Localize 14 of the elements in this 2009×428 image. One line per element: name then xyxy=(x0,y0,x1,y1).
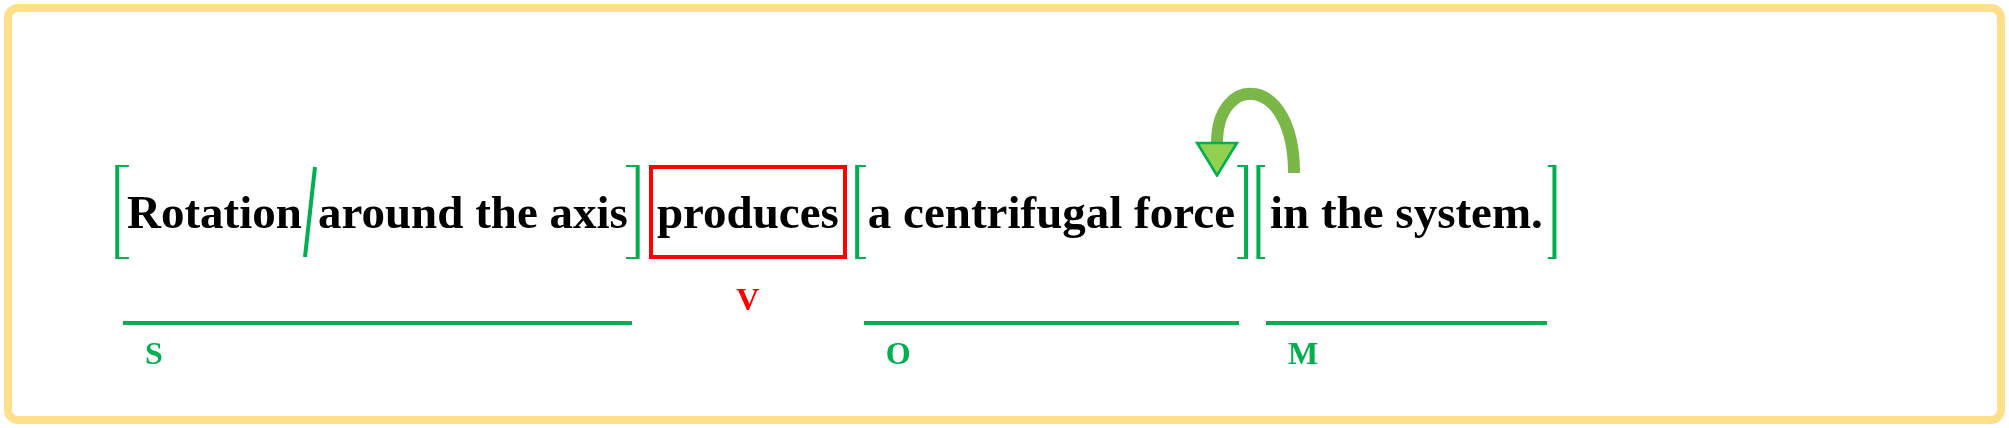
bracketed-phrase xyxy=(853,165,1249,259)
phrase-text: around the axis xyxy=(317,184,628,240)
role-label: O xyxy=(885,337,912,369)
role-label: V xyxy=(736,283,760,315)
bracketed-phrase xyxy=(113,165,642,259)
curved-arrow xyxy=(1195,88,1300,177)
phrase-text: produces xyxy=(656,184,839,240)
bracketed-phrase xyxy=(1256,165,1557,259)
phrase-text: a centrifugal force xyxy=(867,184,1235,240)
phrase-text: in the system. xyxy=(1270,184,1543,240)
phrase-text: Rotation xyxy=(127,184,302,240)
role-label: S xyxy=(145,337,164,369)
role-label: M xyxy=(1288,337,1320,369)
verb-box xyxy=(648,165,847,259)
